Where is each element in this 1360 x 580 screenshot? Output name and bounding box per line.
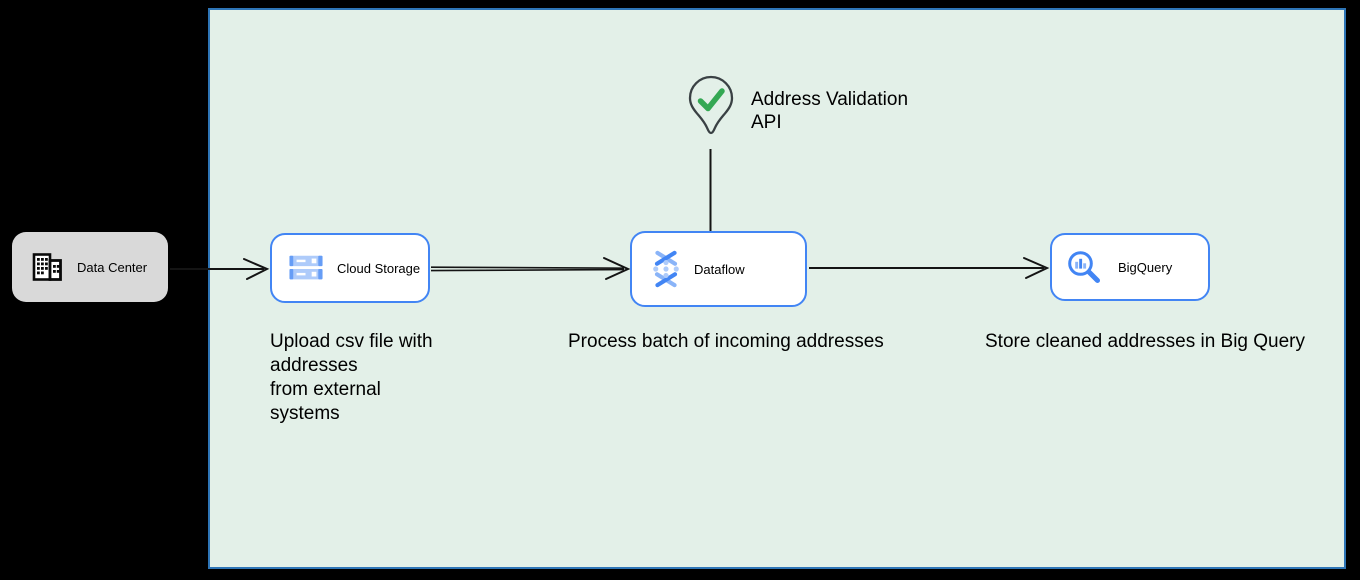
bigquery-icon xyxy=(1068,251,1100,283)
caption-store-bigquery: Store cleaned addresses in Big Query xyxy=(985,331,1306,352)
node-label-cloud-storage: Cloud Storage xyxy=(337,260,421,276)
map-pin-check-icon xyxy=(688,75,734,135)
building-icon xyxy=(32,253,62,281)
node-bigquery[interactable]: BigQuery xyxy=(1050,233,1210,301)
caption-process-batch: Process batch of incoming addresses xyxy=(568,331,884,352)
node-label-data-center: Data Center xyxy=(77,259,148,275)
node-dataflow[interactable]: Dataflow xyxy=(630,231,807,307)
node-label-dataflow: Dataflow xyxy=(694,261,745,277)
address-validation-api-label: Address Validation API xyxy=(751,89,909,133)
node-label-bigquery: BigQuery xyxy=(1118,259,1173,275)
caption-upload-csv: Upload csv file with addresses from exte… xyxy=(270,331,433,424)
cloud-storage-icon xyxy=(289,255,323,280)
dataflow-icon xyxy=(653,250,679,288)
node-data-center[interactable]: Data Center xyxy=(12,232,168,302)
node-cloud-storage[interactable]: Cloud Storage xyxy=(270,233,430,303)
